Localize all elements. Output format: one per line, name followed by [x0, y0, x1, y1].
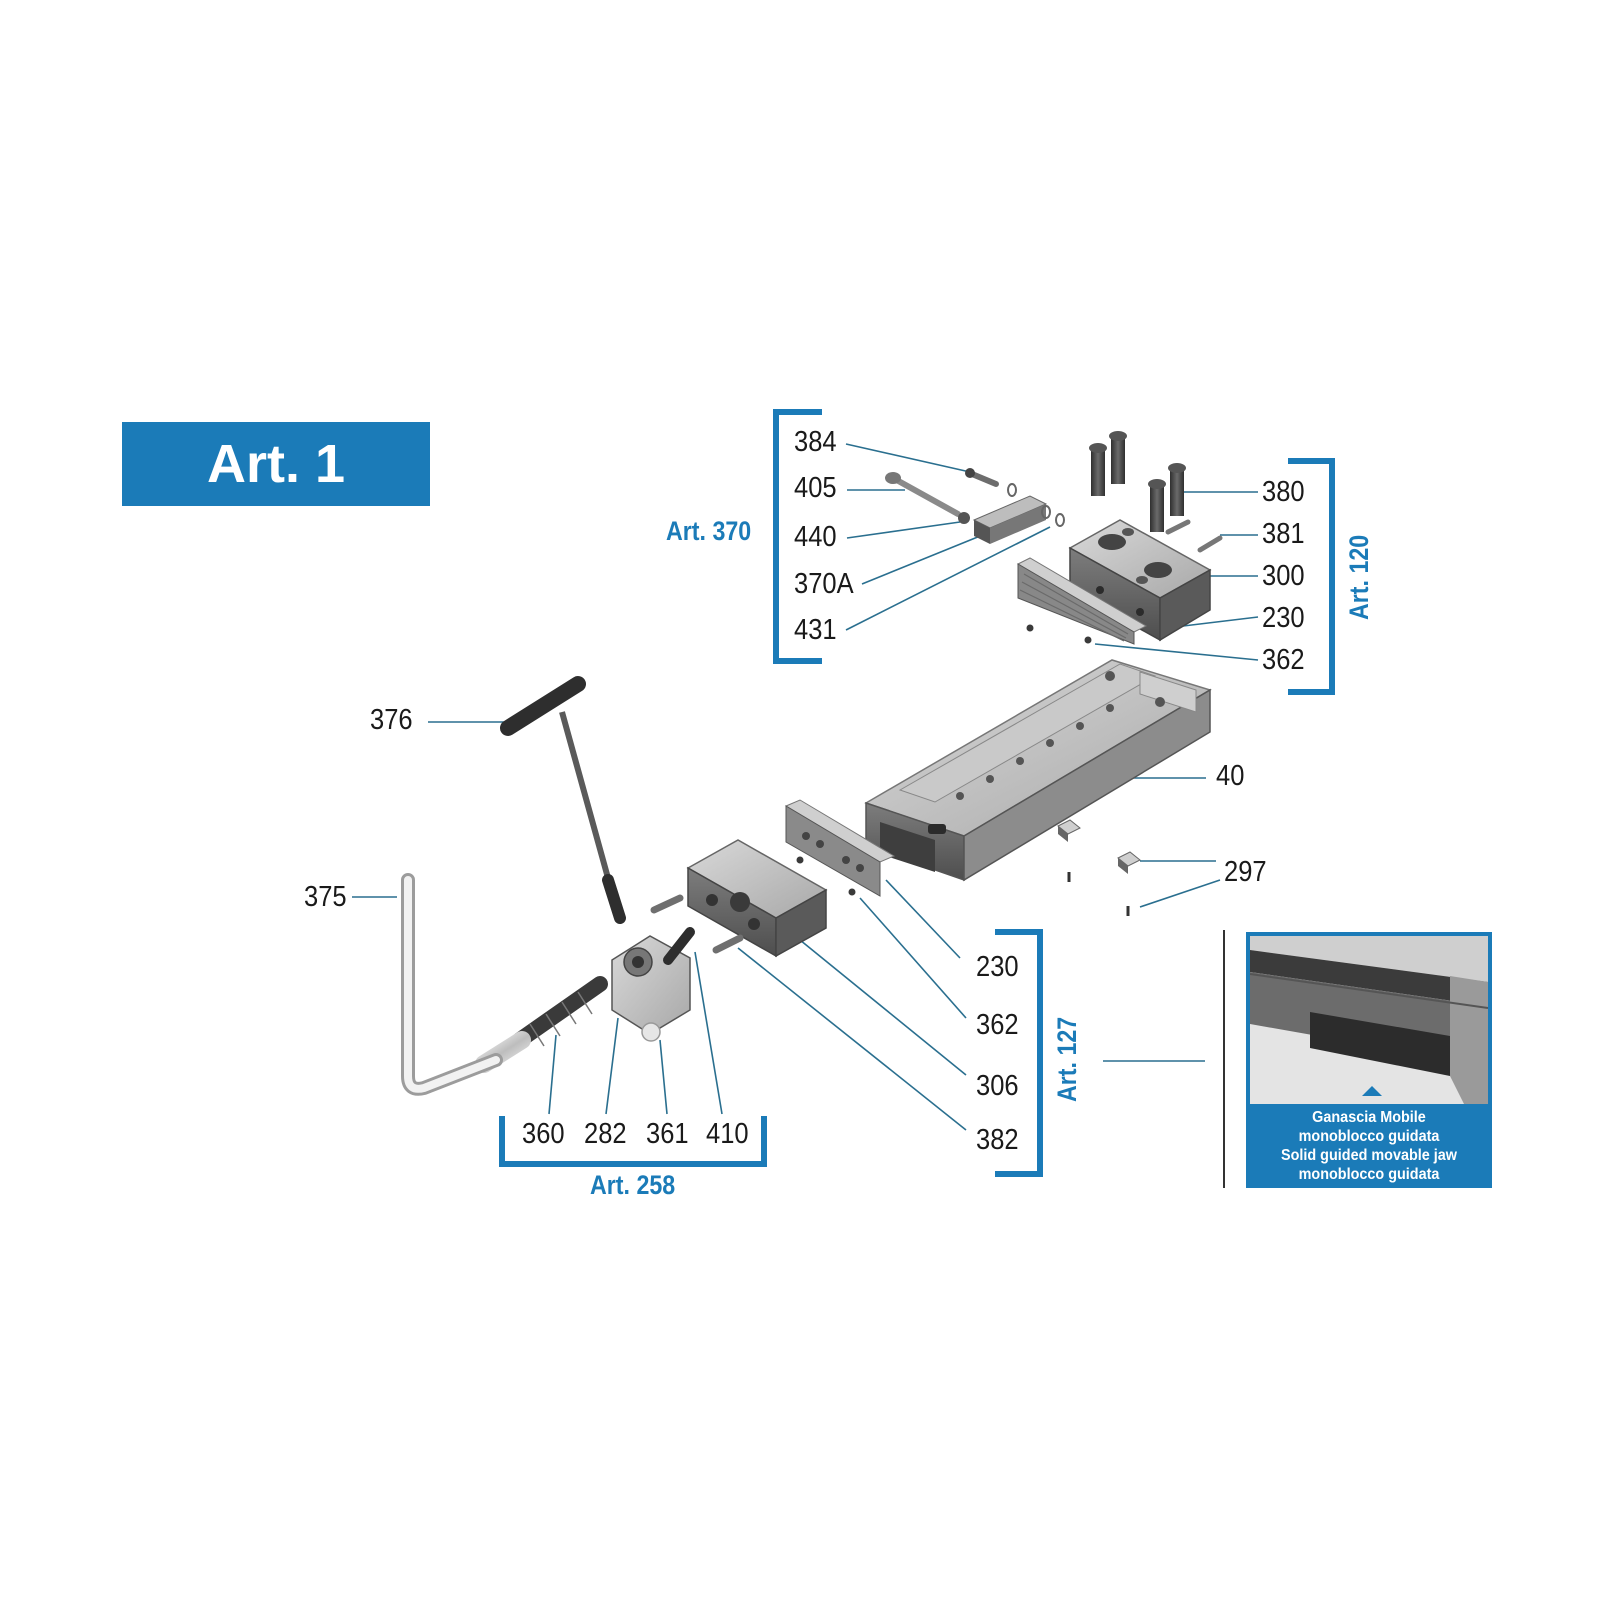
part-362-pins-lower	[796, 856, 856, 896]
part-361-ball	[641, 1022, 661, 1042]
part-362-pins-upper	[1026, 624, 1092, 644]
callout-380: 380	[1262, 476, 1305, 508]
callout-306: 306	[976, 1070, 1019, 1102]
part-440-nut	[958, 512, 970, 524]
callout-410: 410	[706, 1118, 749, 1150]
part-230-jaw-plate-lower	[784, 799, 896, 897]
part-40-base-rail	[864, 659, 1212, 882]
callout-405: 405	[794, 472, 837, 504]
callout-300: 300	[1262, 560, 1305, 592]
callout-362-upper: 362	[1262, 644, 1305, 676]
inset-detail-box: Ganascia Mobile monoblocco guidata Solid…	[1246, 932, 1492, 1188]
callout-297: 297	[1224, 856, 1267, 888]
callout-381: 381	[1262, 518, 1305, 550]
bracket-art370	[773, 409, 822, 664]
group-label-art120: Art. 120	[1344, 534, 1374, 620]
part-405-long-screw	[885, 472, 961, 517]
bracket-art258	[499, 1116, 767, 1167]
callout-40: 40	[1216, 760, 1245, 792]
callout-384: 384	[794, 426, 837, 458]
part-382-screws	[650, 894, 744, 954]
leader-lines	[352, 443, 1259, 1188]
part-376-t-handle	[500, 676, 626, 924]
callout-282: 282	[584, 1118, 627, 1150]
inset-caption: Ganascia Mobile monoblocco guidata Solid…	[1250, 1108, 1488, 1184]
callout-362-lower: 362	[976, 1009, 1019, 1041]
group-label-art258: Art. 258	[590, 1170, 676, 1200]
part-297-nuts	[1057, 819, 1141, 916]
callout-440: 440	[794, 521, 837, 553]
group-label-art127: Art. 127	[1052, 1016, 1082, 1102]
part-381-screws	[1165, 519, 1223, 553]
callout-230-upper: 230	[1262, 602, 1305, 634]
part-384-screw	[965, 468, 999, 487]
callout-376: 376	[370, 704, 413, 736]
inset-caption-line1: Ganascia Mobile	[1312, 1109, 1426, 1126]
page-title: Art. 1	[206, 434, 346, 494]
bracket-art120	[1288, 458, 1335, 695]
callout-361: 361	[646, 1118, 689, 1150]
inset-jaw-photo	[1250, 936, 1488, 1104]
part-380-screws	[1089, 431, 1186, 532]
brackets	[499, 409, 1335, 1177]
callout-375: 375	[304, 881, 347, 913]
part-375-hex-key	[401, 873, 503, 1096]
inset-caption-line2: monoblocco guidata	[1298, 1128, 1440, 1145]
group-label-art370: Art. 370	[666, 516, 752, 546]
title-banner: Art. 1	[122, 422, 430, 506]
part-410-lever	[663, 927, 695, 965]
part-306-movable-jaw	[686, 839, 828, 958]
inset-jaw-drawing	[1250, 936, 1488, 1104]
part-300-fixed-jaw	[1068, 519, 1212, 642]
callout-230-lower: 230	[976, 951, 1019, 983]
callout-360: 360	[522, 1118, 565, 1150]
callout-431: 431	[794, 614, 837, 646]
callout-370A: 370A	[794, 568, 854, 600]
inset-caption-line4: monoblocco guidata	[1298, 1166, 1440, 1183]
part-431-rings	[1007, 483, 1065, 527]
part-360-threaded-screw	[475, 976, 608, 1073]
bracket-art127	[995, 929, 1043, 1177]
inset-caption-line3: Solid guided movable jaw	[1280, 1147, 1458, 1164]
part-370A-bar	[972, 495, 1048, 544]
part-230-jaw-plate-upper	[1016, 557, 1148, 645]
callout-382: 382	[976, 1124, 1019, 1156]
